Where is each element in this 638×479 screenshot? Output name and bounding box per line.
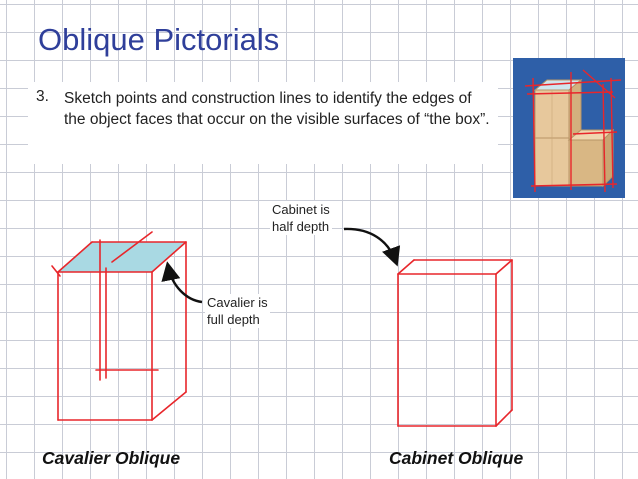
cavalier-caption: Cavalier Oblique bbox=[42, 448, 181, 468]
cavalier-top-face bbox=[58, 242, 186, 272]
step-number: 3. bbox=[36, 88, 49, 105]
slide-title: Oblique Pictorials bbox=[38, 22, 280, 57]
cabinet-arrow-icon bbox=[343, 227, 401, 267]
instruction-text: Sketch points and construction lines to … bbox=[64, 90, 490, 128]
cavalier-arrow-icon bbox=[161, 261, 203, 304]
cabinet-note-line1: Cabinet is bbox=[272, 202, 330, 217]
block-model-photo bbox=[513, 58, 625, 198]
cavalier-oblique-sketch bbox=[51, 231, 187, 421]
cabinet-note-line2: half depth bbox=[272, 219, 330, 234]
cavalier-note-line2: full depth bbox=[207, 312, 260, 327]
instruction-box: 3. Sketch points and construction lines … bbox=[28, 82, 498, 164]
cavalier-note-line1: Cavalier is bbox=[207, 295, 268, 310]
cabinet-depth-note: Cabinet is half depth bbox=[270, 201, 332, 235]
cabinet-oblique-sketch bbox=[397, 259, 513, 427]
cabinet-caption: Cabinet Oblique bbox=[389, 448, 524, 468]
cavalier-depth-note: Cavalier is full depth bbox=[205, 294, 270, 328]
